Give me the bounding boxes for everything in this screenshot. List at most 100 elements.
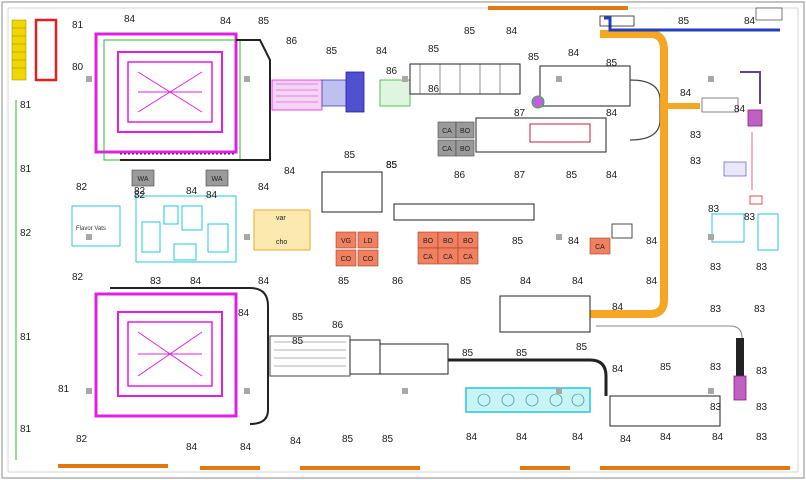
zone-label: 85 [258, 16, 270, 27]
orange-main-conveyor [590, 30, 668, 318]
mid-mixer-frame [321, 171, 383, 213]
lower-conveyor-return [110, 287, 269, 425]
right-cyan-box [711, 213, 745, 243]
zone-label: 84 [572, 276, 584, 287]
zone-label: 84 [258, 276, 270, 287]
zone-label: 84 [376, 46, 388, 57]
zone-label: 87 [514, 170, 526, 181]
svg-text:BO: BO [443, 238, 454, 245]
zone-label: 84 [620, 434, 632, 445]
zone-label: 83 [150, 276, 162, 287]
mid-red-section [529, 123, 591, 143]
zone-label: 83 [708, 204, 720, 215]
zone-label: 81 [20, 164, 32, 175]
lower-right-machine [499, 295, 591, 333]
zone-label: 85 [606, 58, 618, 69]
zone-label: 84 [466, 432, 478, 443]
cho-label: cho [276, 239, 287, 246]
zone-label: 84 [712, 432, 724, 443]
right-cyan-rack [757, 213, 779, 251]
zone-label: 85 [512, 236, 524, 247]
zone-label: 85 [464, 26, 476, 37]
lower-right-conveyor [596, 325, 743, 380]
zone-label: 85 [382, 434, 394, 445]
zone-label: 83 [710, 402, 722, 413]
zone-label: 84 [612, 364, 624, 375]
vats-cluster [135, 195, 237, 263]
right-red-marker [749, 195, 763, 205]
upper-wrapper [539, 65, 631, 107]
zone-label: 83 [756, 262, 768, 273]
zone-label: 84 [190, 276, 202, 287]
zone-label: 85 [566, 170, 578, 181]
purple-machine [747, 109, 763, 127]
zone-label: 82 [20, 228, 32, 239]
zone-label: 86 [428, 84, 440, 95]
zone-label: 84 [258, 182, 270, 193]
bottom-wall-segment-2 [200, 466, 260, 470]
zone-label: 81 [20, 424, 32, 435]
column-markers [86, 76, 714, 394]
zone-label: 84 [124, 14, 136, 25]
svg-text:BO: BO [463, 238, 474, 245]
zone-label: 84 [646, 276, 658, 287]
flavor-vats-area [71, 205, 121, 247]
blue-top-conveyor [604, 16, 780, 32]
ca-box-right: CA [589, 237, 611, 255]
zone-label: 85 [344, 150, 356, 161]
zone-label: 86 [386, 66, 398, 77]
svg-text:CO: CO [341, 256, 352, 263]
zone-label: 83 [756, 432, 768, 443]
zone-label: 85 [292, 312, 304, 323]
zone-label: 83 [710, 262, 722, 273]
zone-label: 85 [516, 348, 528, 359]
zone-label: 85 [326, 46, 338, 57]
zone-label: 84 [612, 302, 624, 313]
zone-label: 84 [186, 186, 198, 197]
zone-label: 84 [568, 48, 580, 59]
bottom-wall-segment-3 [300, 466, 420, 470]
zone-number-labels: 81 84 84 85 86 84 85 85 84 85 80 81 84 8… [20, 14, 768, 453]
zone-label: 82 [76, 434, 88, 445]
zone-label: 85 [292, 336, 304, 347]
zone-label: 83 [754, 304, 766, 315]
zone-label: 81 [20, 332, 32, 343]
lower-packaging-line [609, 395, 721, 427]
zone-label: 83 [744, 212, 756, 223]
svg-text:WA: WA [137, 176, 148, 183]
upper-oven [94, 32, 241, 161]
upper-conveyor-return [120, 39, 271, 161]
svg-text:LD: LD [364, 238, 373, 245]
zone-label: 82 [72, 272, 84, 283]
zone-label: 86 [392, 276, 404, 287]
right-small-unit [701, 97, 739, 113]
bottom-wall-segment-5 [600, 466, 790, 470]
bottom-wall-segment-4 [520, 466, 570, 470]
upper-transfer-section [271, 79, 323, 111]
zone-label: 82 [134, 190, 146, 201]
zone-label: 82 [134, 186, 146, 197]
bottom-wall-segment-1 [58, 464, 168, 468]
var-label: var [276, 215, 286, 222]
svg-text:CA: CA [423, 254, 433, 261]
zone-label: 83 [690, 156, 702, 167]
zone-label: 84 [186, 442, 198, 453]
upper-curve-conveyor [629, 79, 661, 141]
red-zone-box [34, 18, 58, 82]
lower-unit-b [379, 343, 449, 375]
zone-label: 84 [734, 104, 746, 115]
top-wall-segment [488, 6, 628, 10]
zone-label: 83 [756, 366, 768, 377]
zone-label: 84 [606, 108, 618, 119]
inner-border [7, 7, 799, 473]
zone-label: 83 [710, 362, 722, 373]
zone-label: 85 [338, 276, 350, 287]
title-block [755, 7, 783, 21]
zone-label: 84 [290, 436, 302, 447]
zone-label: 80 [72, 62, 84, 73]
zone-label: 84 [516, 432, 528, 443]
rotary-unit [531, 95, 545, 109]
zone-label: 84 [568, 236, 580, 247]
flavor-vats-label: Flavor Vats [76, 226, 106, 232]
